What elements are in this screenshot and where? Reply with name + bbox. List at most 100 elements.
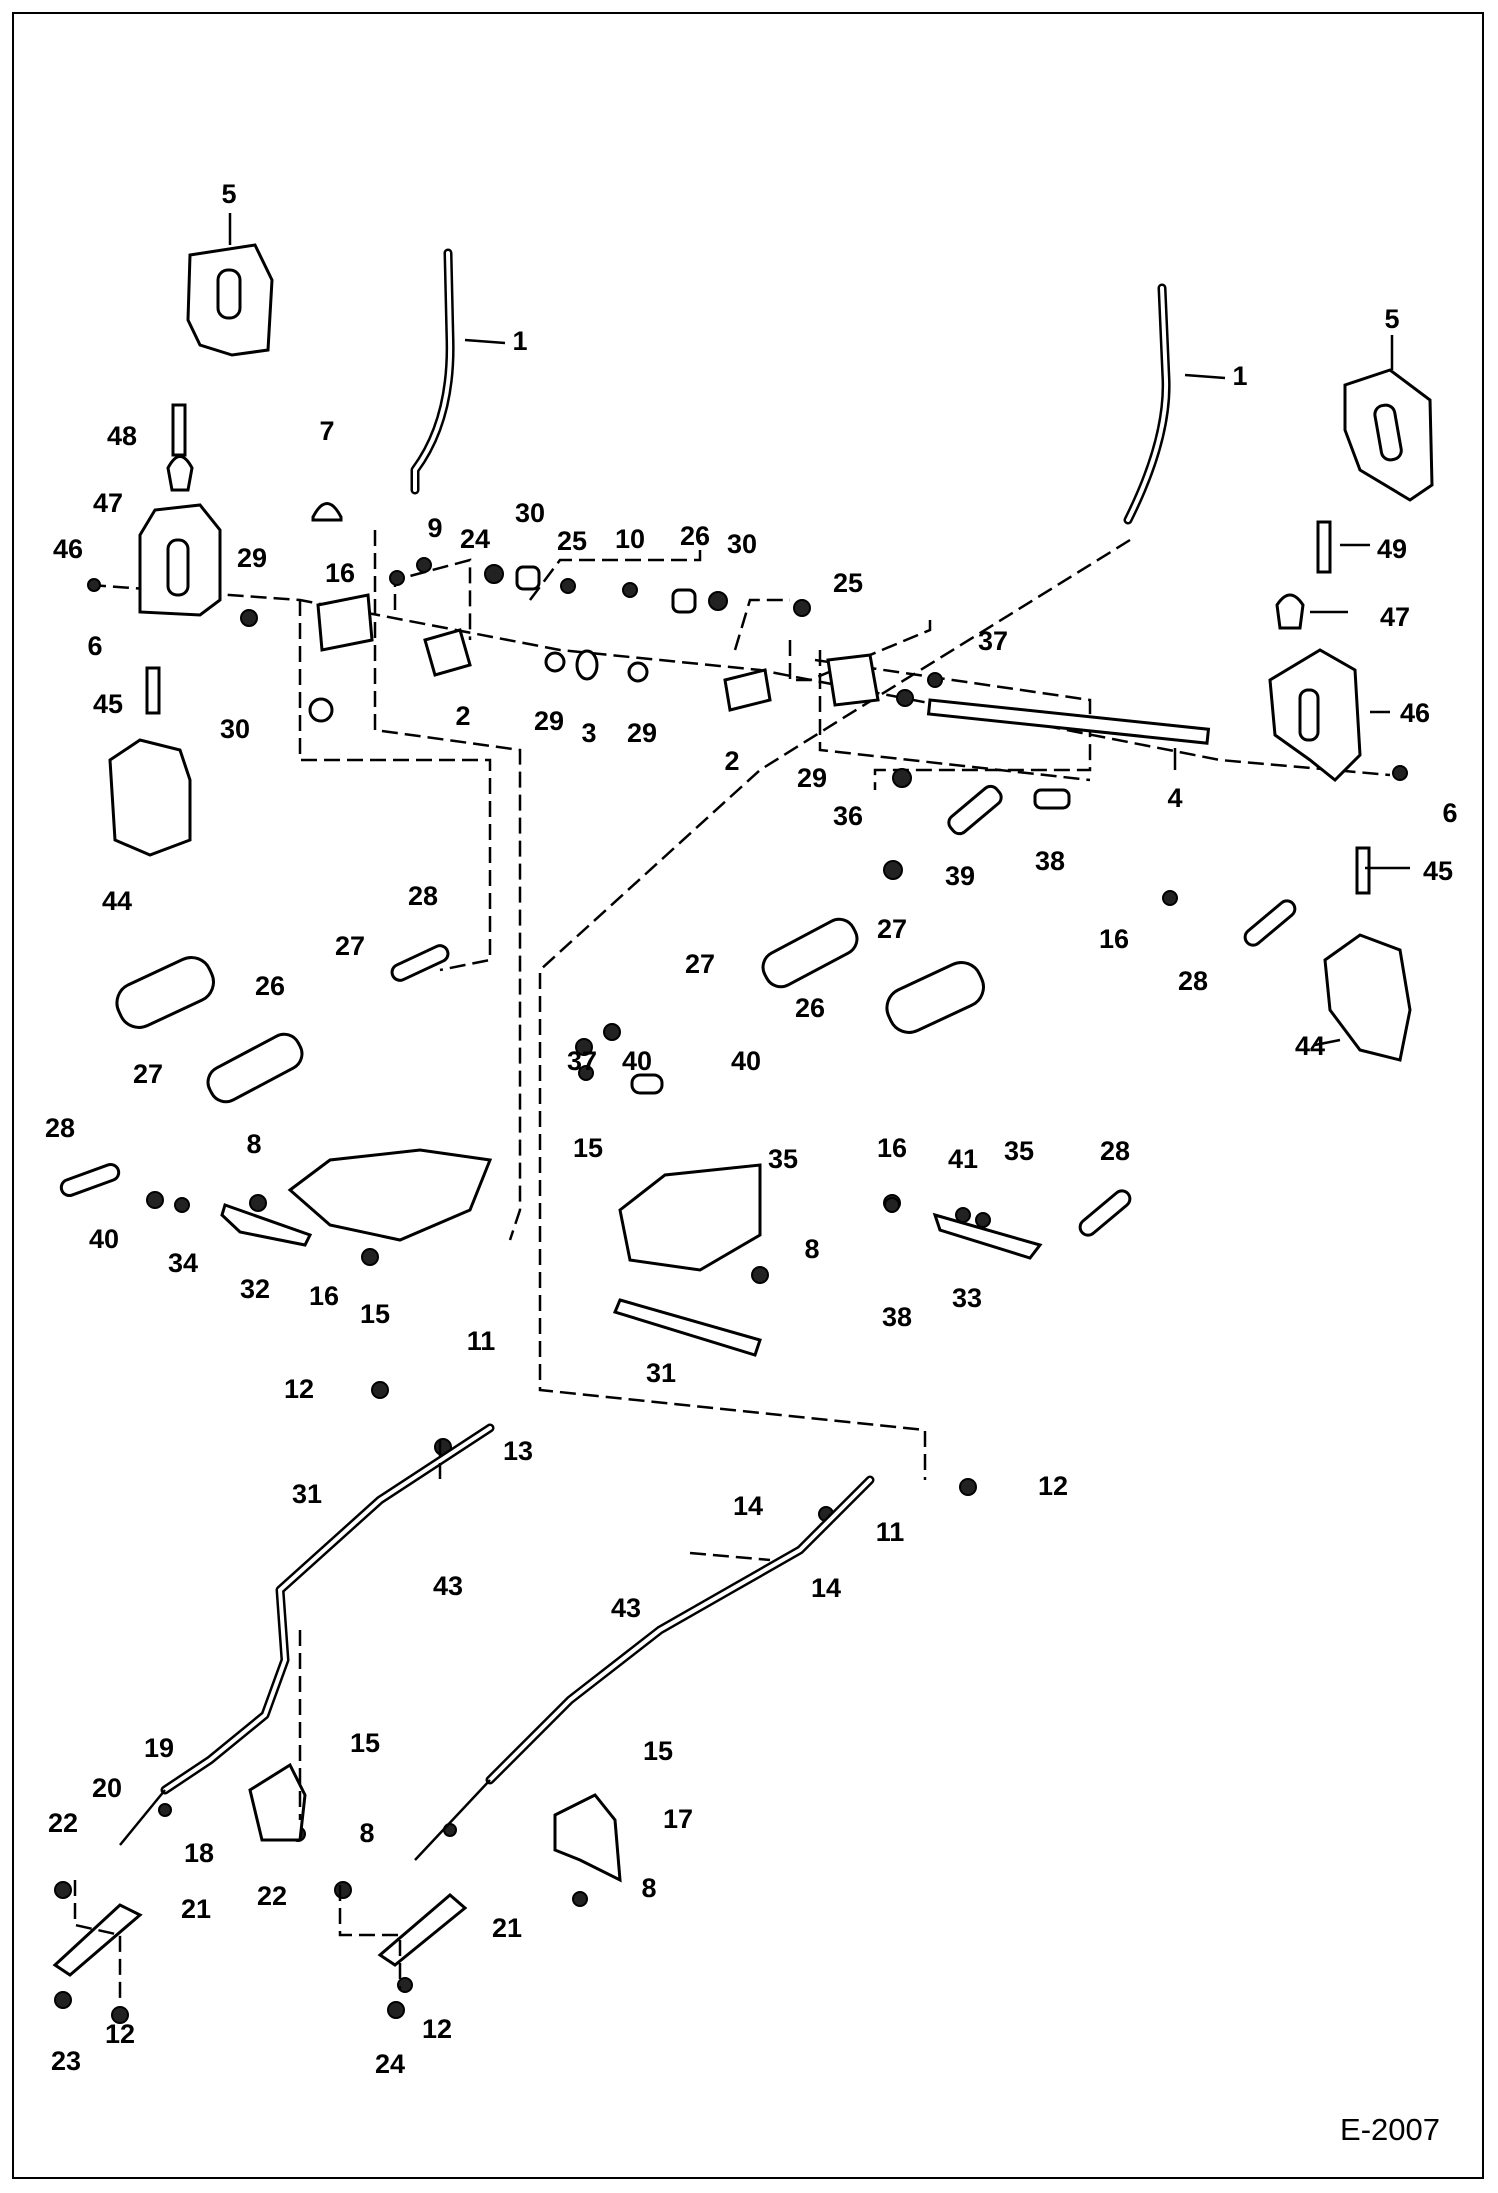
link-28-c <box>1243 899 1297 947</box>
damper-49 <box>885 961 985 1034</box>
callout-35-right: 35 <box>1004 1136 1034 1166</box>
callout-25-left: 25 <box>557 526 587 556</box>
callout-31: 31 <box>292 1479 322 1509</box>
callout-34: 31 <box>646 1358 676 1388</box>
drawing-code: E-2007 <box>1340 2112 1440 2147</box>
callout-24-left: 23 <box>51 2046 81 2076</box>
pivot-right <box>826 653 880 707</box>
callout-45-left: 46 <box>53 534 83 564</box>
damper-48 <box>115 956 215 1029</box>
right-bracket-43 <box>1323 933 1412 1062</box>
callout-44-right: 45 <box>1423 856 1453 886</box>
callout-39: 38 <box>1035 846 1065 876</box>
callout-6-right: 6 <box>1442 798 1457 828</box>
callout-38-mid: 38 <box>882 1302 912 1332</box>
pivot-16-left <box>316 593 374 652</box>
callout-43-left: 44 <box>102 886 132 916</box>
rod-40 <box>947 784 1003 836</box>
callout-8-d: 8 <box>641 1873 656 1903</box>
callout-35-left: 34 <box>168 1248 198 1278</box>
arm-32 <box>220 1203 313 1247</box>
callout-15-left: 15 <box>360 1299 390 1329</box>
callout-40-b: 40 <box>731 1046 761 1076</box>
plate-left <box>287 1148 493 1242</box>
bolt-44-left <box>145 666 161 715</box>
arm-34 <box>612 1298 762 1357</box>
bolt-44-right <box>1355 846 1371 895</box>
callout-14: 14 <box>811 1573 841 1603</box>
callout-13-right: 14 <box>733 1491 763 1521</box>
callout-29-b: 29 <box>534 706 564 736</box>
callout-8-c: 8 <box>359 1818 374 1848</box>
callout-40-top: 39 <box>945 861 975 891</box>
callout-27-right: 27 <box>685 949 715 979</box>
callout-32: 32 <box>240 1274 270 1304</box>
bracket-18 <box>248 1762 307 1842</box>
callout-28-a: 28 <box>408 881 438 911</box>
callout-27-left-top: 27 <box>335 931 365 961</box>
callout-17: 17 <box>663 1804 693 1834</box>
callout-28-c: 28 <box>1178 966 1208 996</box>
callout-7: 7 <box>319 416 334 446</box>
callout-46-left: 47 <box>93 488 123 518</box>
callout-43-right: 44 <box>1295 1031 1325 1061</box>
left-bracket-43 <box>108 738 192 857</box>
callout-16-b: 16 <box>877 1133 907 1163</box>
left-shaft-line <box>89 583 1391 777</box>
link-28-a <box>390 944 450 982</box>
callout-47-left: 48 <box>107 421 137 451</box>
callout-26-right: 26 <box>795 993 825 1023</box>
callout-12-a: 12 <box>284 1374 314 1404</box>
callout-19: 19 <box>144 1733 174 1763</box>
callout-38-top: 37 <box>978 626 1008 656</box>
callout-9: 9 <box>427 513 442 543</box>
callout-28-d: 28 <box>1100 1136 1130 1166</box>
callout-41-right: 41 <box>948 1144 978 1174</box>
part-callouts: 5 1 1 5 48 7 47 9 24 30 25 10 26 30 49 4… <box>45 179 1458 2079</box>
callout-1-right: 1 <box>1232 361 1247 391</box>
callout-42-left: 43 <box>433 1571 463 1601</box>
callout-30-top-right: 30 <box>727 529 757 559</box>
callout-5-left: 5 <box>221 179 236 209</box>
clip-7 <box>311 502 343 522</box>
callout-15-mid: 15 <box>573 1133 603 1163</box>
callout-6-left: 6 <box>87 631 102 661</box>
hardware <box>54 557 1408 2024</box>
damper-26-left <box>206 1032 304 1104</box>
callout-16-a: 16 <box>325 558 355 588</box>
callout-15-c: 15 <box>643 1736 673 1766</box>
callout-44-left: 45 <box>93 689 123 719</box>
callout-16-right: 16 <box>1099 924 1129 954</box>
bracket-21-right <box>377 1893 468 1967</box>
bracket-17 <box>553 1793 622 1883</box>
callout-8-a: 8 <box>246 1129 261 1159</box>
plate-36 <box>618 1163 762 1272</box>
callout-12-right: 12 <box>1038 1471 1068 1501</box>
callout-3: 3 <box>581 718 596 748</box>
damper-26-right <box>761 917 859 989</box>
callout-12-c: 12 <box>422 2014 452 2044</box>
left-control-lever <box>410 248 455 495</box>
callout-23-right: 25 <box>833 568 863 598</box>
bracket-21-left <box>52 1903 143 1977</box>
callout-45-right: 46 <box>1400 698 1430 728</box>
callout-18: 18 <box>184 1838 214 1868</box>
callout-23-left: 24 <box>460 524 490 554</box>
callout-22-left: 22 <box>48 1808 78 1838</box>
leader-lines <box>228 213 1410 1047</box>
callout-30-left: 30 <box>220 714 250 744</box>
callout-36: 35 <box>768 1144 798 1174</box>
callout-42-right: 43 <box>611 1593 641 1623</box>
callout-29-d: 29 <box>797 763 827 793</box>
callout-11-left: 11 <box>467 1326 496 1356</box>
arm-33 <box>932 1212 1043 1260</box>
callout-30-top-left: 30 <box>515 498 545 528</box>
callout-41-left: 40 <box>89 1224 119 1254</box>
callout-8-b: 8 <box>804 1234 819 1264</box>
callout-15-b: 15 <box>350 1728 380 1758</box>
callout-29-a: 29 <box>237 543 267 573</box>
callout-11-right: 11 <box>876 1517 905 1547</box>
callout-12-b: 12 <box>105 2019 135 2049</box>
callout-22-right: 22 <box>257 1881 287 1911</box>
callout-10: 10 <box>615 524 645 554</box>
